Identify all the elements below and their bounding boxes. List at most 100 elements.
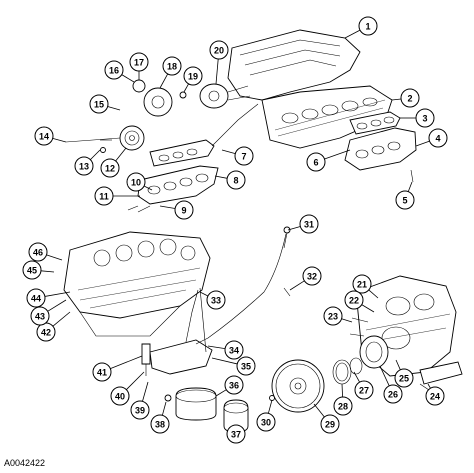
callout-circle-12: [100, 158, 120, 178]
callout-circle-36: [224, 375, 244, 395]
callout-circle-9: [174, 200, 194, 220]
callout-circle-8: [226, 170, 246, 190]
callout-circle-14: [34, 126, 54, 146]
callout-circle-21: [352, 274, 372, 294]
leader-2: [391, 98, 402, 101]
callout-circle-3: [415, 108, 435, 128]
callout-17: 17: [134, 58, 144, 68]
callout-circle-39: [130, 400, 150, 420]
callout-18: 18: [167, 62, 177, 72]
leader-35: [211, 357, 238, 365]
leader-32: [289, 280, 305, 291]
callout-29: 29: [325, 420, 335, 430]
callout-35: 35: [241, 362, 251, 372]
callout-circle-1: [358, 16, 378, 36]
exhaust-manifold-left: [137, 103, 259, 213]
callout-45: 45: [27, 266, 37, 276]
callout-circle-15: [89, 94, 109, 114]
callout-42: 42: [41, 328, 51, 338]
callout-circle-32: [302, 266, 322, 286]
leader-36: [215, 389, 227, 397]
callout-11: 11: [99, 192, 109, 202]
callout-31: 31: [304, 220, 314, 230]
callout-40: 40: [115, 392, 125, 402]
callout-circle-20: [209, 40, 229, 60]
callout-23: 23: [328, 312, 338, 322]
callout-34: 34: [229, 346, 239, 356]
callout-circle-24: [425, 386, 445, 406]
callout-circle-46: [28, 242, 48, 262]
callout-25: 25: [399, 374, 409, 384]
leader-34: [207, 345, 226, 350]
leader-21: [368, 289, 379, 299]
exhaust-manifold-right: [344, 111, 417, 183]
callout-36: 36: [229, 381, 239, 391]
callout-circle-22: [344, 290, 364, 310]
leader-29: [313, 403, 325, 418]
callout-19: 19: [188, 72, 198, 82]
callout-circle-4: [428, 128, 448, 148]
callout-circle-34: [224, 340, 244, 360]
leader-16: [121, 74, 135, 83]
callout-circle-2: [400, 88, 420, 108]
leader-5: [407, 181, 413, 192]
callout-16: 16: [109, 66, 119, 76]
dipstick-tube: [195, 226, 291, 345]
leader-25: [395, 359, 401, 370]
callout-4: 4: [435, 134, 440, 144]
callout-24: 24: [430, 392, 440, 402]
leader-38: [161, 401, 167, 416]
callout-circle-7: [234, 146, 254, 166]
leader-45: [40, 270, 55, 273]
callout-circle-38: [150, 414, 170, 434]
leader-23: [341, 318, 353, 323]
callout-39: 39: [135, 406, 145, 416]
callout-1: 1: [365, 22, 370, 32]
leader-12: [115, 147, 127, 162]
leader-8: [214, 175, 228, 179]
callout-circle-13: [74, 156, 94, 176]
callout-27: 27: [359, 386, 369, 396]
callout-22: 22: [349, 296, 359, 306]
callout-3: 3: [422, 114, 427, 124]
leader-6: [324, 149, 351, 160]
callout-6: 6: [313, 158, 318, 168]
callout-circle-10: [126, 172, 146, 192]
callout-28: 28: [338, 402, 348, 412]
callout-7: 7: [241, 152, 246, 162]
callout-circle-5: [395, 190, 415, 210]
callout-2: 2: [407, 94, 412, 104]
callout-circle-23: [323, 306, 343, 326]
leader-14: [52, 137, 67, 143]
callout-circle-11: [94, 186, 114, 206]
leader-46: [46, 254, 63, 261]
callout-20: 20: [214, 46, 224, 56]
leader-lines: [40, 29, 431, 426]
callout-circle-26: [383, 384, 403, 404]
callout-circle-19: [183, 66, 203, 86]
leader-31: [287, 226, 301, 231]
leader-43: [47, 299, 67, 312]
leader-20: [215, 58, 219, 85]
leader-40: [126, 371, 145, 390]
engine-block-assembly: [63, 231, 249, 433]
callout-41: 41: [97, 368, 107, 378]
leader-44: [44, 291, 71, 297]
callout-circle-27: [354, 380, 374, 400]
leader-42: [52, 311, 71, 327]
callout-circle-25: [394, 368, 414, 388]
callout-30: 30: [261, 418, 271, 428]
callout-33: 33: [211, 296, 221, 306]
callout-circle-40: [110, 386, 130, 406]
callout-13: 13: [79, 162, 89, 172]
callout-circle-17: [129, 52, 149, 72]
callout-14: 14: [39, 132, 49, 142]
leader-26: [379, 365, 390, 387]
leader-22: [361, 304, 375, 313]
leader-15: [107, 106, 121, 111]
leader-9: [159, 205, 176, 209]
callout-15: 15: [94, 100, 104, 110]
callout-10: 10: [131, 178, 141, 188]
